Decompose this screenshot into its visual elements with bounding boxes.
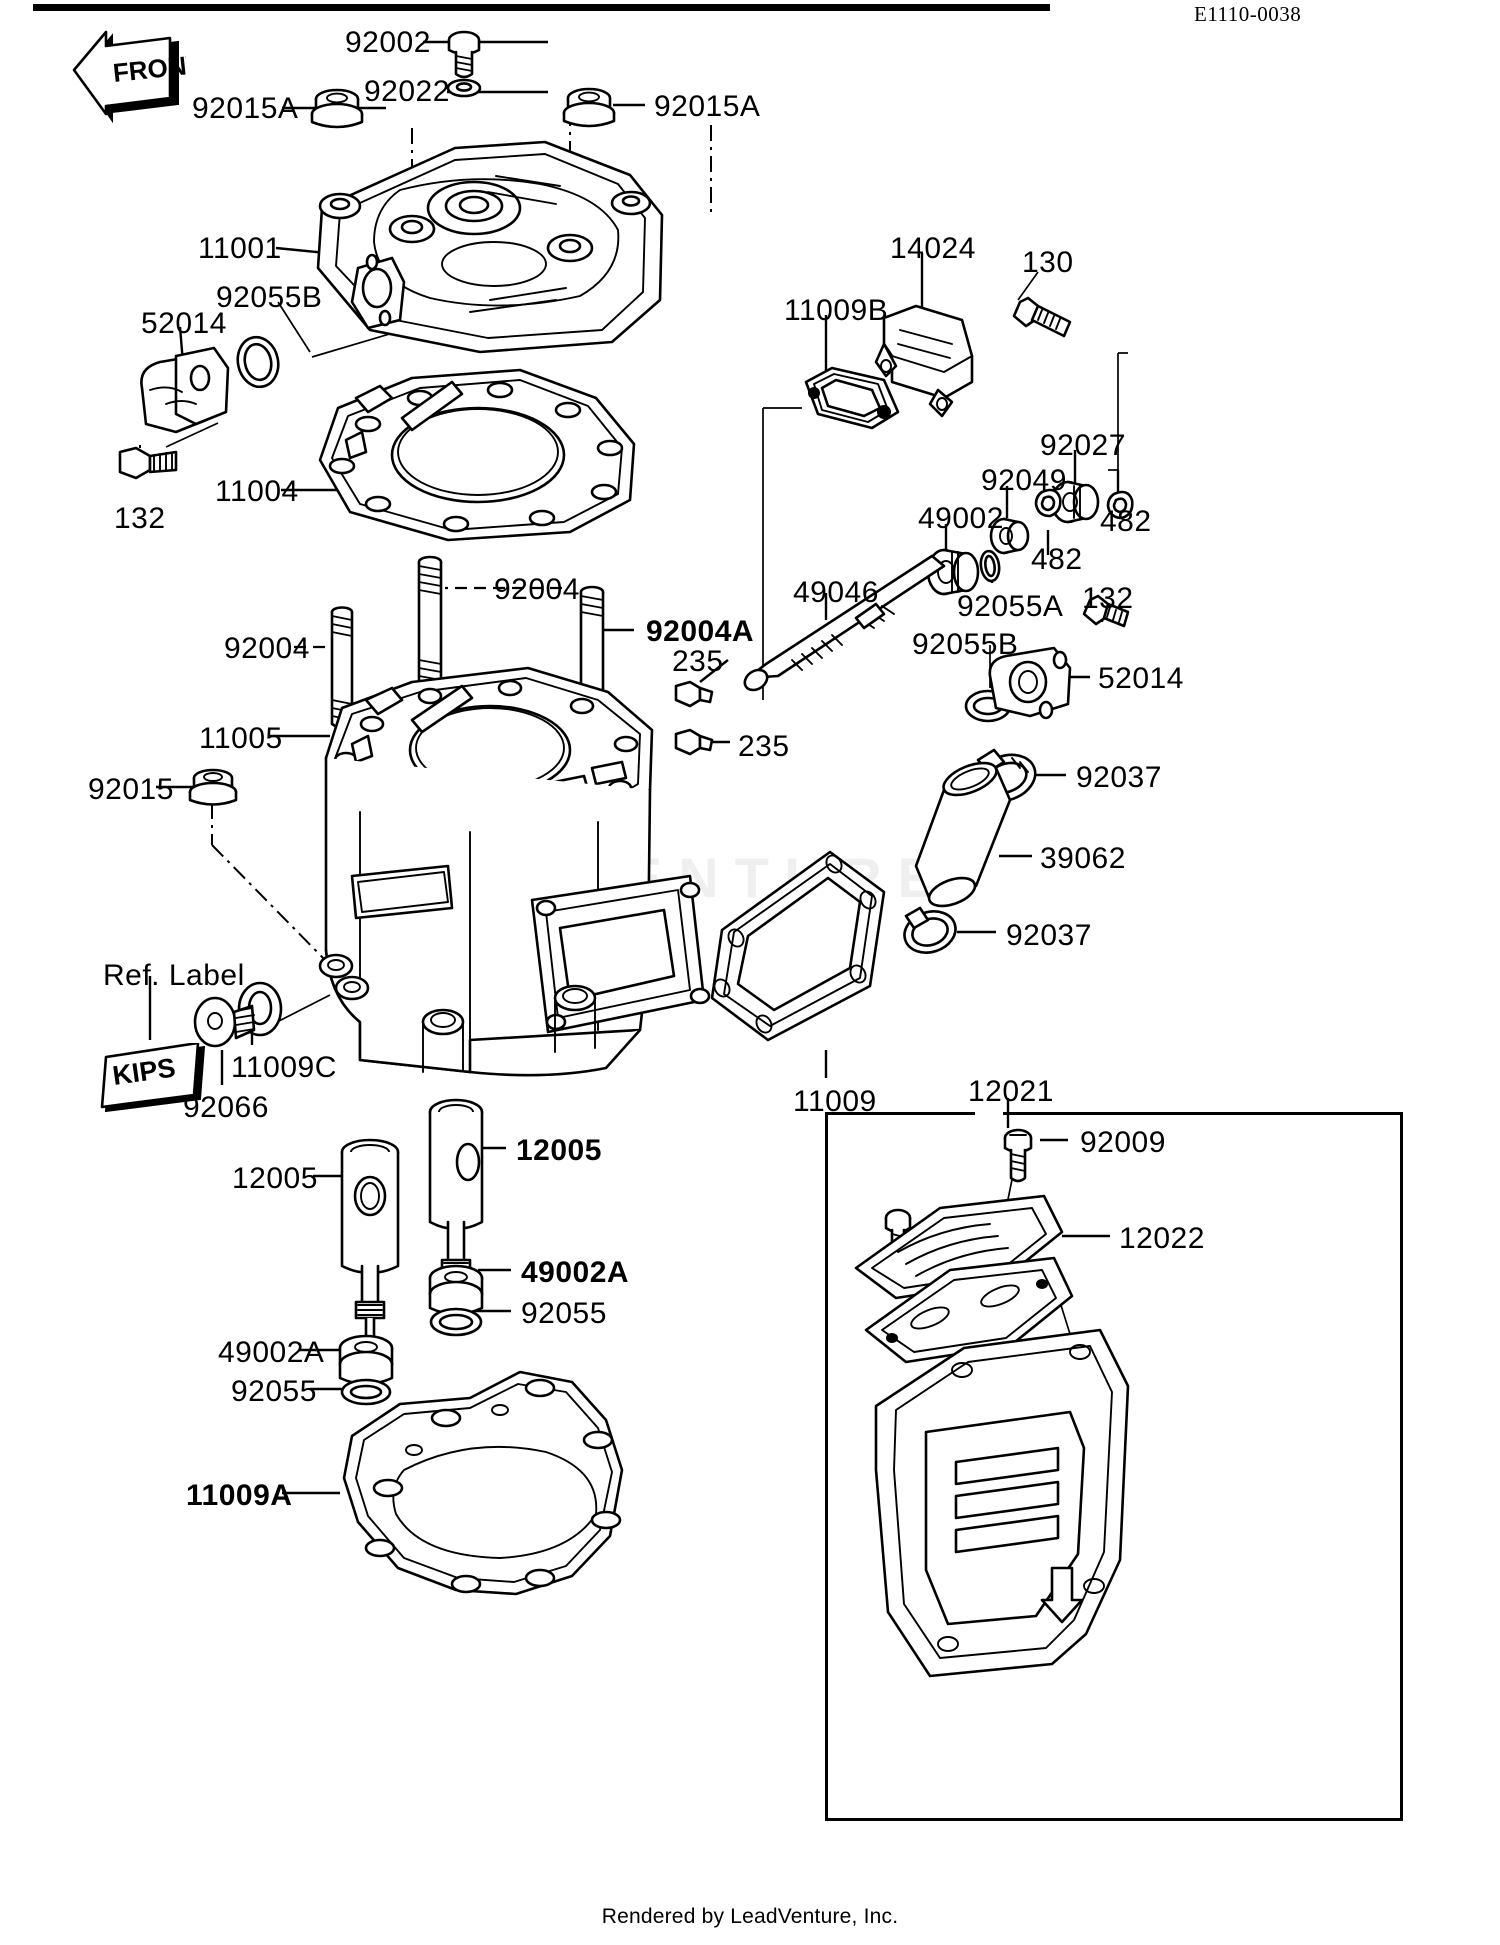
kips-ref-badge: KIPS: [100, 1041, 210, 1118]
callout-12021: 12021: [968, 1075, 1054, 1108]
callout-49046: 49046: [793, 576, 879, 609]
part-art-92066: [193, 996, 256, 1048]
diagram-id: E1110-0038: [1194, 2, 1302, 26]
callout-92022: 92022: [364, 75, 450, 108]
part-art-92037-upper: [975, 748, 1037, 803]
callout-39062: 39062: [1040, 842, 1126, 875]
callout-92004-left: 92004: [224, 632, 310, 665]
part-art-92015A-right: [562, 87, 616, 128]
callout-52014-upper: 52014: [141, 307, 227, 340]
callout-92055-right: 92055: [521, 1297, 607, 1330]
callout-132-left: 132: [114, 502, 166, 535]
callout-92055A: 92055A: [957, 590, 1064, 623]
top-rule: [33, 4, 1050, 11]
part-art-92055A: [979, 549, 1001, 583]
part-art-92004-center: [417, 555, 443, 698]
callout-14024: 14024: [890, 232, 976, 265]
callout-12022: 12022: [1119, 1222, 1205, 1255]
part-art-92015A-left: [310, 88, 364, 129]
callout-235-upper: 235: [672, 645, 724, 678]
part-art-11009C: [237, 981, 283, 1037]
part-art-11009B: [804, 366, 900, 430]
callout-92027: 92027: [1040, 429, 1126, 462]
part-art-14024: [874, 304, 974, 418]
callout-49002A-right: 49002A: [521, 1256, 630, 1289]
callout-11009A: 11009A: [186, 1479, 293, 1512]
callout-482-right: 482: [1100, 505, 1152, 538]
part-art-235-upper: [674, 680, 714, 708]
watermark: LEADVENTURE: [355, 846, 952, 909]
callout-92009: 92009: [1080, 1126, 1166, 1159]
part-art-49002A-right: [428, 1264, 484, 1316]
part-art-92022: [446, 78, 482, 98]
callout-92037-upper: 92037: [1076, 761, 1162, 794]
callout-49002A-left: 49002A: [218, 1336, 325, 1369]
part-art-132-left: [118, 446, 178, 480]
callout-11009B: 11009B: [784, 294, 889, 327]
ref-label-text: Ref. Label: [103, 959, 245, 992]
part-art-49002A-left: [338, 1334, 394, 1386]
callout-92055B-upper: 92055B: [216, 281, 323, 314]
front-direction-arrow: FRONT: [66, 20, 204, 130]
callout-52014-lower: 52014: [1098, 662, 1184, 695]
callout-130: 130: [1022, 246, 1074, 279]
part-art-49002: [926, 548, 980, 596]
callout-92055-left: 92055: [231, 1375, 317, 1408]
callout-92037-lower: 92037: [1006, 919, 1092, 952]
part-art-92015: [188, 768, 238, 806]
part-art-92055B-upper: [236, 335, 280, 389]
part-art-92055-left: [340, 1378, 392, 1406]
part-art-52014-upper: [140, 346, 230, 434]
part-art-92004A-right: [579, 585, 605, 712]
callout-235-lower: 235: [738, 730, 790, 763]
callout-132-right: 132: [1082, 582, 1134, 615]
part-art-92002: [447, 30, 481, 79]
part-art-11001-cylinder-head: [316, 140, 664, 354]
callout-92066: 92066: [183, 1091, 269, 1124]
callout-92049: 92049: [981, 464, 1067, 497]
part-art-12005-right: [428, 1098, 484, 1298]
callout-92002: 92002: [345, 26, 431, 59]
inset-box-label-gap: [975, 1108, 1003, 1118]
callout-11009: 11009: [793, 1085, 877, 1118]
part-art-11009A-base-gasket: [342, 1370, 624, 1596]
callout-11009C: 11009C: [231, 1051, 337, 1084]
callout-49002: 49002: [918, 502, 1004, 535]
reed-valve-inset-box: [825, 1112, 1403, 1821]
part-art-92055-right: [429, 1307, 483, 1337]
callout-11005: 11005: [199, 722, 283, 755]
callout-92004-center: 92004: [494, 573, 580, 606]
callout-92004A: 92004A: [646, 615, 755, 648]
part-art-92055B-lower: [964, 689, 1012, 723]
part-art-92004-left: [330, 606, 354, 729]
callout-92015: 92015: [88, 773, 174, 806]
part-art-92037-lower: [903, 906, 957, 954]
part-art-11004-head-gasket: [318, 368, 636, 542]
callout-11004: 11004: [215, 475, 299, 508]
callout-12005-right: 12005: [516, 1134, 602, 1167]
callout-92055B-lower: 92055B: [912, 628, 1019, 661]
callout-482-left: 482: [1031, 543, 1083, 576]
part-art-235-lower: [674, 728, 714, 756]
part-art-130: [1012, 296, 1072, 338]
footer-credit: Rendered by LeadVenture, Inc.: [601, 1905, 899, 1928]
callout-12005-left: 12005: [232, 1162, 318, 1195]
callout-92015A-left: 92015A: [192, 92, 299, 125]
callout-11001: 11001: [198, 232, 282, 265]
part-art-12005-left: [340, 1138, 400, 1340]
callout-92015A-right: 92015A: [654, 90, 761, 123]
